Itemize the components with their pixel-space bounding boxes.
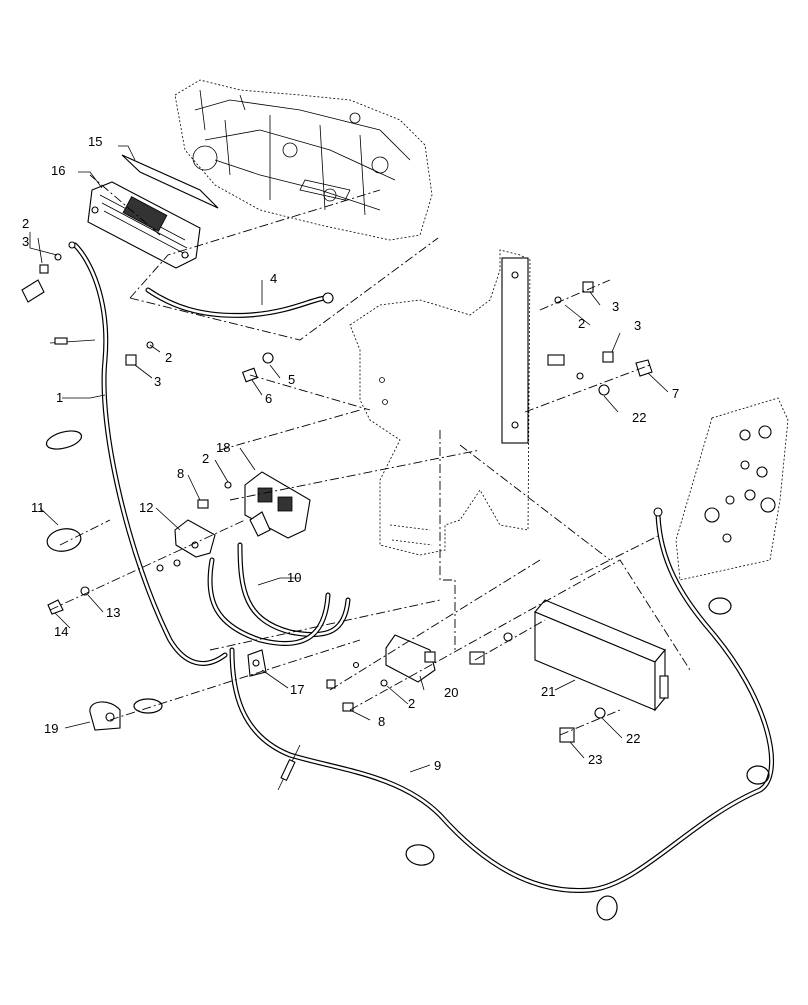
callout-16: 16: [51, 163, 65, 178]
callout-9: 9: [434, 758, 441, 773]
connectors: [49, 337, 301, 791]
mounting-bracket: [349, 249, 531, 556]
cable-harness-9: [229, 507, 774, 893]
callout-labels: 1 2 2 2 2 2 3 3 3 3 4 5 6 7 8 8 9 10 11 …: [22, 134, 679, 773]
clamp: [89, 701, 121, 731]
callout-3: 3: [612, 299, 619, 314]
callout-2: 2: [22, 216, 29, 231]
side-panel: [675, 397, 789, 581]
callout-5: 5: [288, 372, 295, 387]
engine-block: [174, 79, 433, 241]
callout-6: 6: [265, 391, 272, 406]
plate: [174, 519, 216, 558]
callout-21: 21: [541, 684, 555, 699]
callout-1: 1: [56, 390, 63, 405]
callout-10: 10: [287, 570, 301, 585]
callout-11: 11: [31, 500, 45, 515]
callout-22: 22: [632, 410, 646, 425]
callout-8: 8: [378, 714, 385, 729]
callout-18: 18: [216, 440, 230, 455]
callout-22: 22: [626, 731, 640, 746]
cable-4: [145, 287, 334, 318]
callout-8: 8: [177, 466, 184, 481]
cable-harness-1: [72, 242, 228, 666]
callout-3: 3: [154, 374, 161, 389]
callout-20: 20: [444, 685, 458, 700]
heater-module: [87, 181, 201, 269]
callout-17: 17: [290, 682, 304, 697]
callout-2: 2: [408, 696, 415, 711]
control-module: [534, 599, 669, 712]
center-lines: [49, 174, 691, 736]
callout-13: 13: [106, 605, 120, 620]
callout-3: 3: [22, 234, 29, 249]
callout-2: 2: [578, 316, 585, 331]
callout-2: 2: [202, 451, 209, 466]
callout-2: 2: [165, 350, 172, 365]
callout-23: 23: [588, 752, 602, 767]
callout-12: 12: [139, 500, 153, 515]
relay: [385, 634, 436, 683]
callout-4: 4: [270, 271, 277, 286]
callout-15: 15: [88, 134, 102, 149]
gasket: [121, 154, 219, 209]
clip: [247, 649, 267, 677]
callout-3: 3: [634, 318, 641, 333]
leader-lines: [29, 145, 669, 773]
cable-10: [207, 542, 351, 646]
callout-19: 19: [44, 721, 58, 736]
callout-14: 14: [54, 624, 68, 639]
relay-block: [244, 471, 311, 539]
callout-7: 7: [672, 386, 679, 401]
hose-clamps: [45, 430, 770, 921]
